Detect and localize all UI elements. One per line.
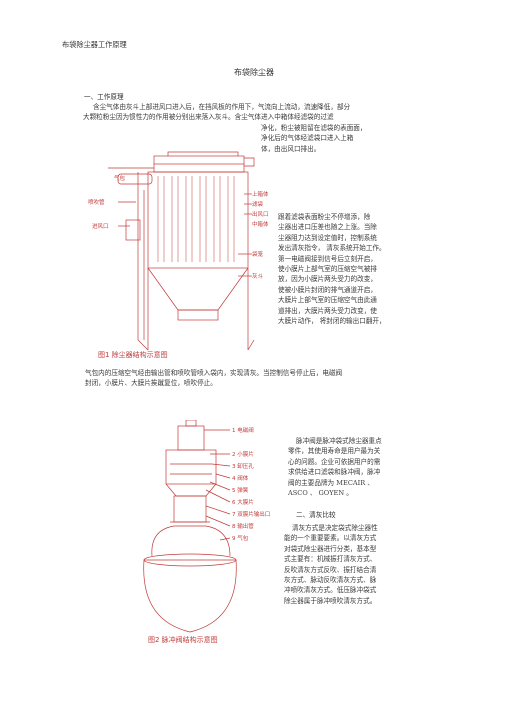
text-line: 清灰方式是决定袋式除尘器性	[292, 524, 378, 532]
paragraph-1-wrap: 净化，粉尘被阻留在滤袋的表面面， 净化后的气体经滤袋口进入上箱 体，由出风口排出…	[261, 123, 367, 154]
text-line: 能的一个重要要素。以清灰方式	[284, 534, 377, 543]
text-line: 使被小膜片封闭的排气通道开启，	[278, 285, 377, 294]
running-header: 布袋除尘器工作原理	[62, 40, 127, 49]
figure-2-caption: 图2 脉冲阀结构示意图	[148, 635, 218, 644]
text-line: 大膜片动作， 将封闭的输出口翻开，	[278, 317, 386, 326]
text-line: 脉冲阀是脉冲袋式除尘器重点	[296, 437, 382, 445]
text-line: 冲喷吹清灰方式。低压脉冲袋式	[284, 586, 377, 595]
paragraph-2-wrap: 跟着滤袋表面粉尘不停增添，除 尘器出进口压差也随之上涨。当除 尘器阻力达到设定值…	[278, 212, 386, 326]
label-hopper: 灰斗	[252, 272, 264, 280]
text-line: 大颗粒粉尘因为惯性力的作用被分别出来落入灰斗。含尘气体进入中箱体经滤袋的过滤	[83, 113, 334, 122]
text-line: 跟着滤袋表面粉尘不停增添，除	[278, 213, 371, 221]
label-output-pipe: 8 输出管	[232, 522, 254, 530]
text-line: 除尘器属于脉冲喷吹清灰方式。	[284, 596, 377, 605]
label-large-diaphragm: 6 大膜片	[232, 498, 254, 506]
label-air-tank: 气包	[114, 174, 126, 182]
dust-collector-diagram: 上箱体 滤袋 出风口 中箱体 袋笼 灰斗 喷吹管 进风口 气包 图1 除尘器结构…	[88, 151, 268, 359]
text-line: 灰方式、脉动反吹清灰方式、脉	[284, 576, 377, 585]
label-inlet: 进风口	[92, 222, 109, 230]
label-solenoid: 1 电磁阀	[232, 426, 254, 434]
label-outlet: 出风口	[252, 210, 268, 218]
section-heading-working-principle: 一、工作原理	[84, 93, 124, 101]
text-line: 体，由出风口排出。	[261, 144, 321, 153]
text-line: 大膜片上部气室的压缩空气由此通	[278, 296, 377, 305]
label-small-diaphragm: 2 小膜片	[232, 450, 254, 458]
paragraph-cleaning-comparison: 清灰方式是决定袋式除尘器性 能的一个重要要素。以清灰方式 对袋式除尘器进行分类，…	[284, 523, 378, 606]
text-line: 对袋式除尘器进行分类，基本型	[284, 544, 377, 553]
text-line: 使小膜片上部气室的压缩空气被排	[278, 265, 377, 274]
text-line: 净化后的气体经滤袋口进入上箱	[261, 134, 354, 143]
text-line: 零件，其使用寿命是用户最为关	[288, 447, 381, 456]
text-line: 气包内的压缩空气经由输出管和喷吹管喷入袋内，实现清灰。当控制信号停止后，电磁阀	[85, 369, 343, 377]
text-line: 道排出，大膜片两头受力改变，使	[278, 306, 377, 315]
text-line: 含尘气体由灰斗上部进风口进入后，在挡风板的作用下，气流向上流动，流速降低，部分	[93, 103, 351, 111]
text-line: 第一电磁阀接到信号后立刻开启，	[278, 254, 377, 263]
text-line: 尘器出进口压差也随之上涨。当除	[278, 223, 377, 232]
label-valve-body: 4 阀体	[232, 474, 249, 482]
paragraph-2-continued: 气包内的压缩空气经由输出管和喷吹管喷入袋内，实现清灰。当控制信号停止后，电磁阀 …	[85, 368, 342, 389]
label-relief-hole: 3 卸压孔	[232, 462, 254, 470]
label-middle-box: 中箱体	[252, 220, 268, 228]
label-output-port: 7 双膜片输出口	[232, 510, 270, 518]
document-title: 布袋除尘器	[234, 68, 274, 77]
label-pulse-pipe: 喷吹管	[88, 198, 105, 206]
text-line: 封闭，小膜片、大膜片挨蹴复位，喷吹停止。	[85, 379, 217, 388]
text-line: 放，因为小膜片两头受力的改变，	[278, 275, 377, 284]
figure-1-caption: 图1 除尘器结构示意图	[98, 350, 168, 359]
paragraph-pulse-valve: 脉冲阀是脉冲袋式除尘器重点 零件，其使用寿命是用户最为关 心的问题。企业可依据用…	[288, 436, 382, 498]
label-air-tank: 9 气包	[232, 534, 249, 542]
label-bag: 滤袋	[252, 200, 264, 208]
paragraph-1: 含尘气体由灰斗上部进风口进入后，在挡风板的作用下，气流向上流动，流速降低，部分 …	[83, 102, 351, 123]
text-line: 求供给进口滤袋和脉冲阀，脉冲	[288, 468, 381, 477]
text-line: 式主要有：机械振打清灰方式、	[284, 555, 377, 564]
text-line: 反吹清灰方式反吹、振打结合清	[284, 565, 377, 574]
text-line: 尘器阻力达到设定值时，控制系统	[278, 233, 377, 242]
text-line: 心的问题。企业可依据用户的需	[288, 457, 381, 466]
text-line: 净化，粉尘被阻留在滤袋的表面面，	[261, 124, 367, 132]
text-line: 发出清灰指令， 清灰系统开始工作。	[278, 244, 386, 253]
section-heading-cleaning-comparison: 二、清灰比较	[296, 511, 336, 519]
label-upper-box: 上箱体	[252, 190, 268, 198]
label-cage: 袋笼	[252, 250, 264, 258]
text-line: ASCO 、 GOYEN 。	[288, 489, 353, 498]
text-line: 阀的主要品牌为 MECAIR 、	[288, 478, 374, 487]
pulse-valve-diagram: 1 电磁阀 2 小膜片 3 卸压孔 4 阀体 5 弹簧 6 大膜片 7 双膜片输…	[143, 420, 270, 644]
label-spring: 5 弹簧	[232, 486, 249, 494]
